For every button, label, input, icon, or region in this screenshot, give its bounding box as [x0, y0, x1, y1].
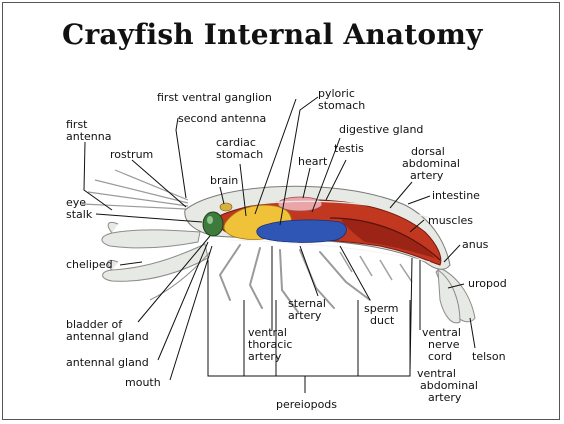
label-testis: testis [334, 142, 364, 155]
label-first-ventral-ganglion: first ventral ganglion [157, 91, 272, 104]
label-antennal-gland: antennal gland [66, 356, 149, 369]
label-rostrum: rostrum [110, 148, 153, 161]
cheliped-claws [102, 222, 210, 300]
label-digestive-gland: digestive gland [339, 123, 423, 136]
label-intestine: intestine [432, 189, 480, 202]
eye [203, 212, 223, 236]
label-eye-stalk: eye stalk [66, 196, 93, 221]
eye-highlight [207, 216, 213, 224]
label-uropod: uropod [468, 277, 507, 290]
crayfish-illustration [82, 170, 475, 323]
label-pereiopods: pereiopods [276, 398, 337, 411]
label-ventral-nerve-cord: ventral nerve cord [422, 326, 464, 363]
label-anus: anus [462, 238, 489, 251]
label-ventral-abdominal-artery: ventral abdominal artery [417, 367, 481, 404]
label-second-antenna: second antenna [178, 112, 266, 125]
label-mouth: mouth [125, 376, 161, 389]
antennae [82, 170, 188, 209]
label-first-antenna: first antenna [66, 118, 111, 143]
brain [220, 203, 232, 211]
label-cheliped: cheliped [66, 258, 113, 271]
label-telson: telson [472, 350, 506, 363]
label-ventral-thoracic-artery: ventral thoracic artery [248, 326, 296, 363]
label-bladder-of-antennal-gland: bladder of antennal gland [66, 318, 149, 343]
label-sperm-duct: sperm duct [364, 302, 402, 327]
label-pyloric-stomach: pyloric stomach [318, 87, 365, 112]
label-brain: brain [210, 174, 238, 187]
label-muscles: muscles [428, 214, 473, 227]
label-cardiac-stomach: cardiac stomach [216, 136, 263, 161]
label-heart: heart [298, 155, 328, 168]
stomach [257, 220, 347, 243]
label-sternal-artery: sternal artery [288, 297, 329, 322]
label-dorsal-abdominal-artery: dorsal abdominal artery [402, 145, 463, 182]
